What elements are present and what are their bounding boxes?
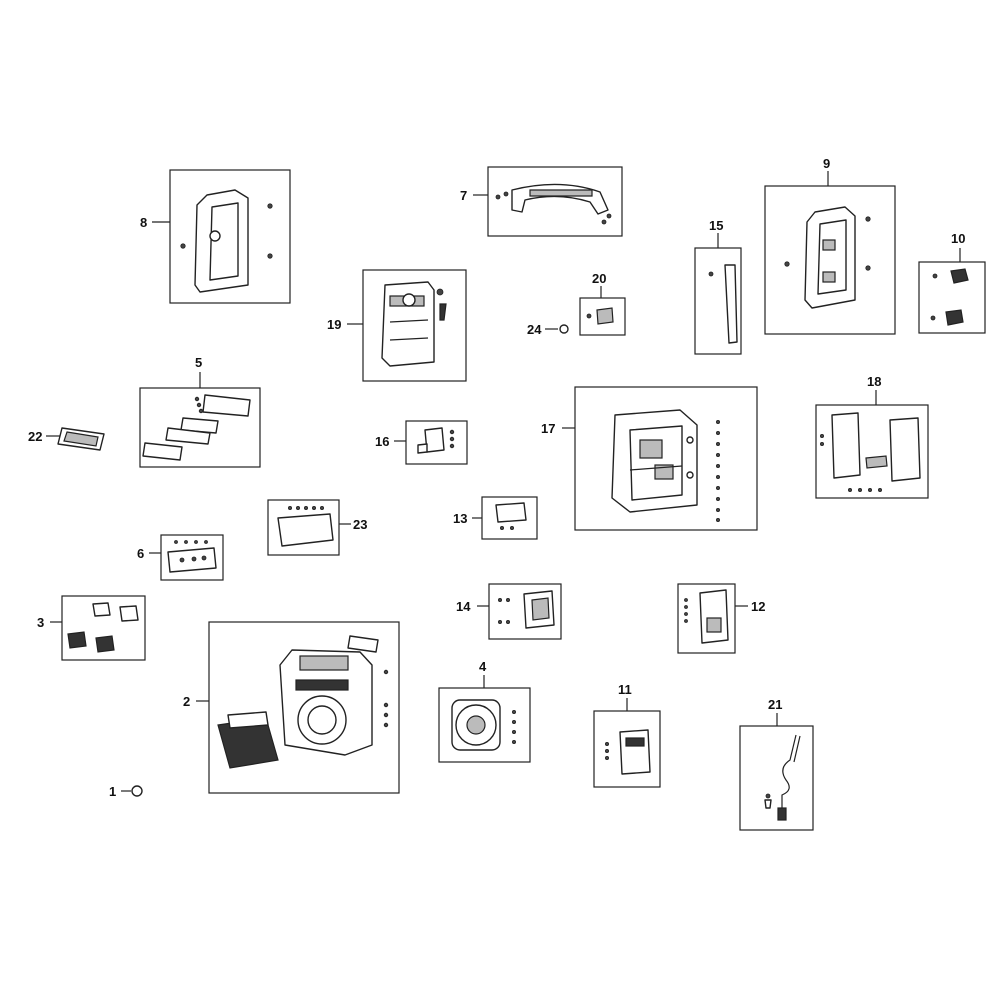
nameplate-icon bbox=[57, 427, 105, 451]
part-11-group: 11 bbox=[593, 682, 661, 788]
callout-10: 10 bbox=[951, 231, 965, 246]
part-19-box bbox=[362, 269, 467, 382]
battery-port-icon bbox=[497, 590, 555, 629]
panel-bracket-23-icon bbox=[277, 505, 334, 547]
part-23-box bbox=[267, 499, 340, 556]
callout-13: 13 bbox=[453, 511, 467, 526]
part-23-group: 23 bbox=[267, 499, 367, 556]
part-22-group: 22 bbox=[28, 427, 105, 451]
part-24-group: 24 bbox=[527, 322, 569, 337]
part-20-group: 20 bbox=[579, 271, 626, 336]
callout-18: 18 bbox=[867, 374, 881, 389]
part-16-box bbox=[405, 420, 468, 465]
part-3-box bbox=[61, 595, 146, 661]
callout-6: 6 bbox=[137, 546, 144, 561]
main-housing-icon bbox=[611, 409, 721, 523]
callout-15: 15 bbox=[709, 218, 723, 233]
callout-1: 1 bbox=[109, 784, 116, 799]
power-cord-icon bbox=[764, 734, 801, 821]
control-panel-6-icon bbox=[167, 540, 217, 573]
callout-16: 16 bbox=[375, 434, 389, 449]
front-housing-icon bbox=[217, 635, 389, 769]
part-3-group: 3 bbox=[37, 595, 146, 661]
knob-icon bbox=[131, 785, 143, 797]
part-4-group: 4 bbox=[438, 659, 531, 763]
part-9-group: 9 bbox=[764, 156, 896, 335]
part-20-box bbox=[579, 297, 626, 336]
part-21-box bbox=[739, 725, 814, 831]
part-10-group: 10 bbox=[918, 231, 986, 334]
part-1-group: 1 bbox=[109, 784, 143, 799]
carry-handle-icon bbox=[495, 183, 612, 225]
callout-22: 22 bbox=[28, 429, 42, 444]
part-9-box bbox=[764, 185, 896, 335]
circuit-boards-icon bbox=[820, 412, 921, 492]
corner-bumpers-icon bbox=[67, 602, 139, 653]
part-10-box bbox=[918, 261, 986, 334]
trim-plates-icon bbox=[142, 394, 251, 461]
part-14-box bbox=[488, 583, 562, 640]
callout-3: 3 bbox=[37, 615, 44, 630]
rubber-feet-icon bbox=[930, 268, 969, 326]
part-2-group: 2 bbox=[183, 621, 400, 794]
switch-bracket-icon bbox=[586, 307, 614, 325]
callout-23: 23 bbox=[353, 517, 367, 532]
part-19-group: 19 bbox=[327, 269, 467, 382]
callout-24: 24 bbox=[527, 322, 542, 337]
callout-21: 21 bbox=[768, 697, 782, 712]
part-8-group: 8 bbox=[140, 169, 291, 304]
callout-2: 2 bbox=[183, 694, 190, 709]
charger-module-icon bbox=[684, 589, 729, 644]
side-frame-left-icon bbox=[180, 189, 273, 293]
part-6-group: 6 bbox=[137, 534, 224, 581]
part-21-group: 21 bbox=[739, 697, 814, 831]
part-15-group: 15 bbox=[694, 218, 742, 355]
part-7-group: 7 bbox=[460, 166, 623, 237]
part-6-box bbox=[160, 534, 224, 581]
part-16-group: 16 bbox=[375, 420, 468, 465]
part-17-box bbox=[574, 386, 758, 531]
o-ring-icon bbox=[559, 324, 569, 334]
part-12-box bbox=[677, 583, 736, 654]
part-18-group: 18 bbox=[815, 374, 929, 499]
callout-7: 7 bbox=[460, 188, 467, 203]
speaker-icon bbox=[451, 699, 517, 751]
callout-14: 14 bbox=[456, 599, 471, 614]
antenna-rod-icon bbox=[708, 264, 738, 344]
callout-5: 5 bbox=[195, 355, 202, 370]
part-13-group: 13 bbox=[453, 496, 538, 540]
part-14-group: 14 bbox=[456, 583, 562, 640]
callout-11: 11 bbox=[618, 682, 632, 697]
pcb-13-icon bbox=[495, 502, 527, 531]
part-5-group: 5 bbox=[139, 355, 261, 468]
part-12-group: 12 bbox=[677, 583, 765, 654]
callout-9: 9 bbox=[823, 156, 830, 171]
callout-4: 4 bbox=[479, 659, 487, 674]
callout-19: 19 bbox=[327, 317, 341, 332]
side-frame-right-icon bbox=[784, 206, 871, 309]
part-7-box bbox=[487, 166, 623, 237]
part-8-box bbox=[169, 169, 291, 304]
callout-20: 20 bbox=[592, 271, 606, 286]
callout-17: 17 bbox=[541, 421, 555, 436]
callout-8: 8 bbox=[140, 215, 147, 230]
pcb-11-icon bbox=[605, 729, 651, 775]
rear-cover-icon bbox=[381, 281, 447, 367]
part-18-box bbox=[815, 404, 929, 499]
part-17-group: 17 bbox=[541, 386, 758, 531]
bracket-16-icon bbox=[417, 427, 455, 454]
part-2-box bbox=[208, 621, 400, 794]
callout-12: 12 bbox=[751, 599, 765, 614]
